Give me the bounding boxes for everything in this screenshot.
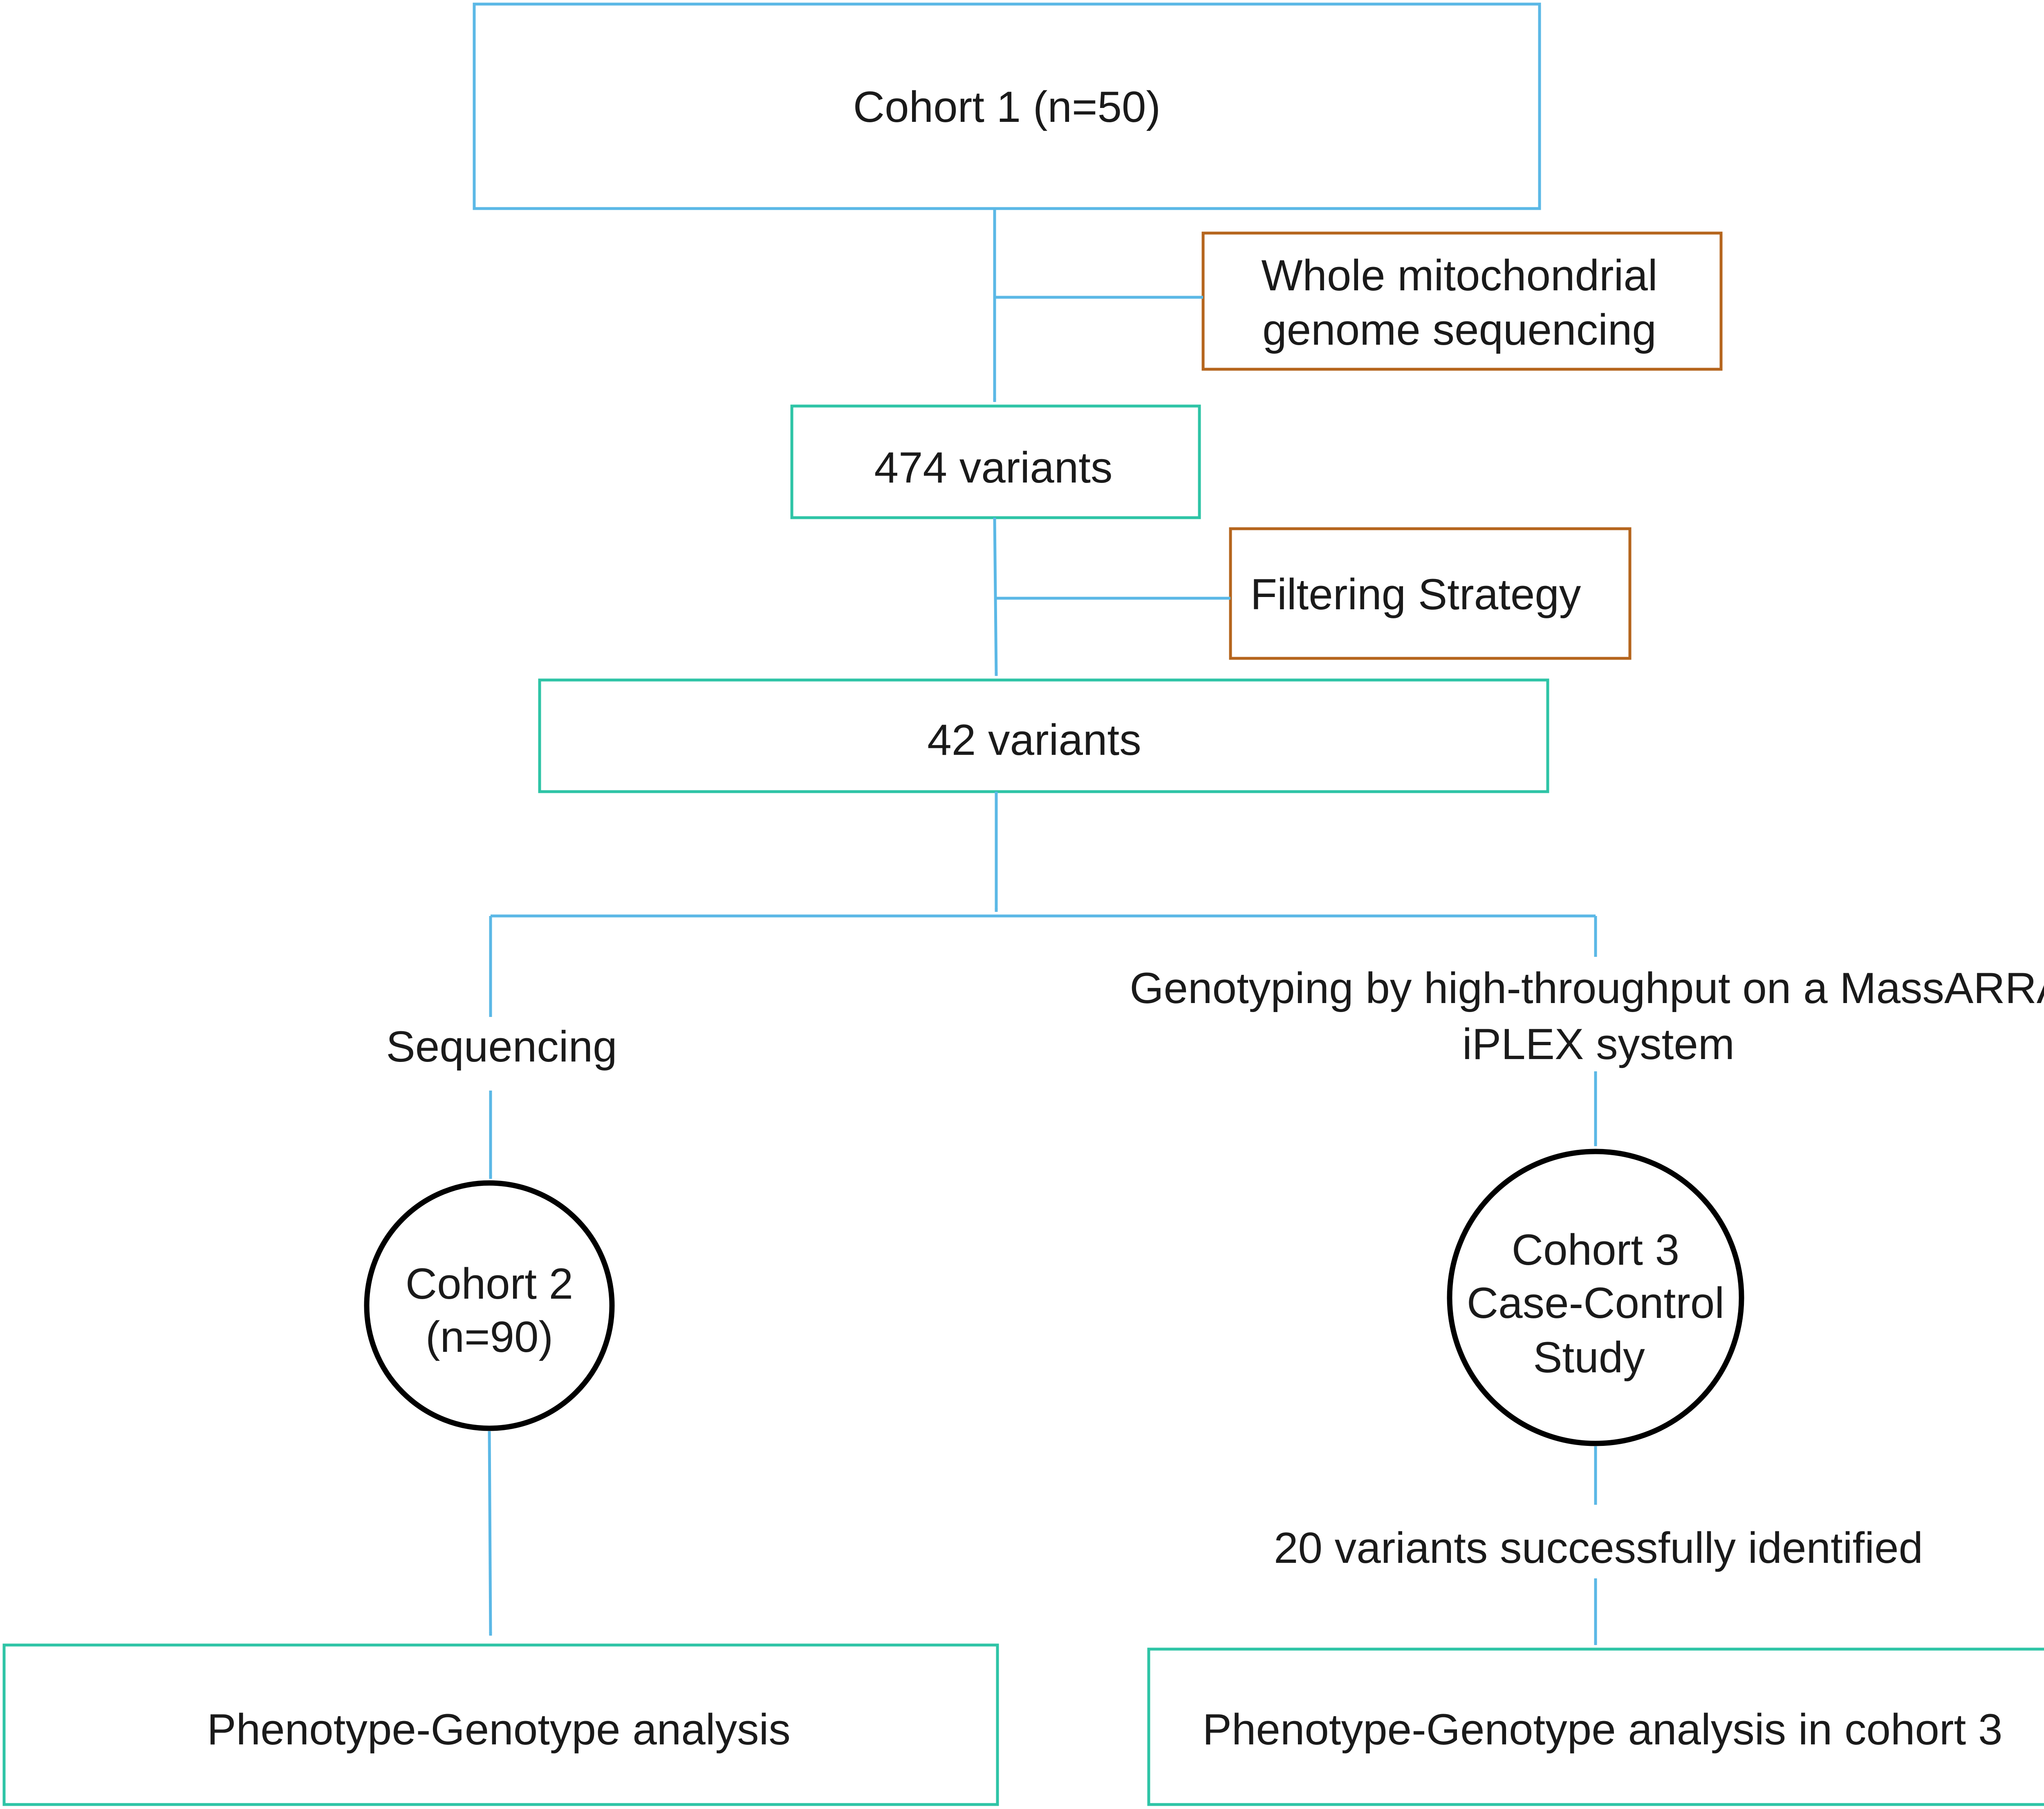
pg-left-box: [2, 1643, 999, 1806]
cohort3-label-line1: Cohort 3: [1512, 1225, 1679, 1274]
connector-cohort2-to-pg: [488, 1431, 492, 1636]
cohort3-circle: [1447, 1149, 1744, 1446]
variants474-box: [790, 404, 1201, 519]
identified-label: 20 variants successfully identified: [1274, 1523, 1923, 1572]
wgs-label-line2: genome sequencing: [1262, 305, 1656, 354]
pg-right-box: [1147, 1647, 2044, 1806]
variants474-label: 474 variants: [874, 443, 1113, 492]
wgs-box: [1201, 231, 1723, 371]
pg-right-label: Phenotype-Genotype analysis in cohort 3: [1203, 1705, 2003, 1754]
cohort2-circle: [364, 1180, 615, 1431]
variants42-box: [538, 678, 1549, 793]
wgs-label-line1: Whole mitochondrial: [1261, 251, 1657, 300]
cohort3-label-line3: Study: [1533, 1333, 1645, 1382]
genotyping-label-line1: Genotyping by high-throughput on a MassA…: [1130, 963, 2044, 1012]
filtering-box: [1229, 527, 1632, 660]
cohort1-label: Cohort 1 (n=50): [853, 82, 1161, 131]
cohort3-label-line2: Case-Control: [1467, 1278, 1724, 1327]
cohort2-label-line1: Cohort 2: [406, 1259, 573, 1308]
pg-left-label: Phenotype-Genotype analysis: [207, 1705, 791, 1754]
genotyping-label-line2: iPLEX system: [1462, 1019, 1735, 1068]
variants42-label: 42 variants: [927, 715, 1141, 764]
connectors: [488, 209, 1597, 1645]
sequencing-label: Sequencing: [386, 1022, 617, 1071]
cohort2-label-line2: (n=90): [426, 1312, 553, 1361]
cohort1-box: [473, 2, 1541, 210]
filtering-label: Filtering Strategy: [1251, 570, 1581, 619]
